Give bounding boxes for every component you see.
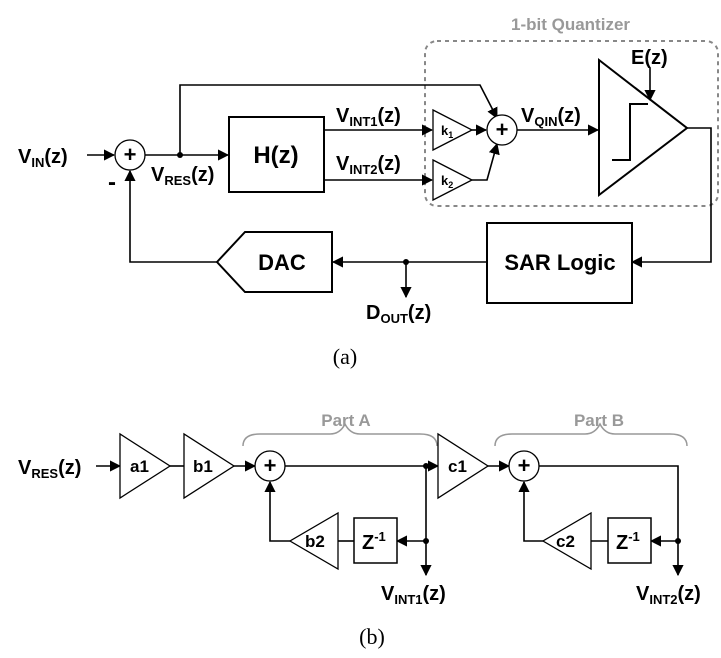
sar-logic-label: SAR Logic — [504, 250, 615, 275]
comparator-step-icon — [612, 103, 648, 161]
delay-a-block — [353, 517, 398, 564]
quantizer-label: 1-bit Quantizer — [511, 15, 630, 34]
delay-a-label: Z-1 — [362, 529, 386, 554]
b2-gain — [288, 511, 339, 571]
b2-label: b2 — [305, 532, 325, 551]
ez-label: E(z) — [631, 47, 668, 69]
k1-label: k1 — [441, 123, 453, 140]
comparator-to-sar — [630, 127, 712, 268]
vint2-label: VINT2(z) — [336, 153, 401, 177]
c2-label: c2 — [556, 532, 575, 551]
part-b-brace — [494, 422, 688, 447]
b1-label: b1 — [193, 457, 213, 476]
c2-to-sum — [518, 480, 543, 542]
figure-b: VRES(z) a1 b1 Part A + Z-1 b2 VINT1(z) — [18, 411, 701, 649]
sum2-plus: + — [496, 117, 509, 142]
hz-label: H(z) — [253, 142, 298, 169]
dac-label: DAC — [258, 250, 306, 275]
vin-label: VIN(z) — [18, 146, 68, 170]
a1-gain — [119, 432, 172, 500]
delay-b-label: Z-1 — [616, 529, 640, 554]
vres-label: VRES(z) — [151, 164, 214, 188]
caption-b: (b) — [359, 624, 385, 649]
caption-a: (a) — [333, 344, 357, 369]
b2-to-sum — [264, 480, 290, 542]
sum-b-plus: + — [518, 453, 531, 478]
k2-gain — [432, 158, 474, 202]
dac-block — [215, 231, 333, 293]
b-vint1-label: VINT1(z) — [381, 583, 446, 607]
sum1-plus: + — [124, 142, 137, 167]
sar-logic-block — [486, 222, 633, 304]
comparator — [598, 57, 689, 198]
hz-block — [228, 116, 325, 193]
dout-label: DOUT(z) — [366, 302, 431, 326]
dac-feedback — [124, 169, 217, 263]
feedforward-wire — [179, 84, 498, 155]
figure-a: 1-bit Quantizer VIN(z) + - VRES(z) H(z) … — [18, 15, 719, 369]
minus-sign: - — [108, 169, 116, 196]
c1-gain — [437, 432, 490, 500]
c1-label: c1 — [448, 457, 467, 476]
vqin-label: VQIN(z) — [521, 105, 581, 129]
b-vres-label: VRES(z) — [18, 457, 81, 481]
part-a-brace — [242, 422, 438, 447]
k1-gain — [432, 108, 474, 152]
b-vint2-label: VINT2(z) — [636, 583, 701, 607]
k2-to-sum — [472, 142, 500, 181]
vint1-label: VINT1(z) — [336, 105, 401, 129]
a1-label: a1 — [130, 457, 149, 476]
c2-gain — [541, 511, 592, 571]
b1-gain — [183, 432, 236, 500]
k2-label: k2 — [441, 173, 453, 190]
part-b-label: Part B — [574, 411, 624, 430]
part-a-label: Part A — [321, 411, 370, 430]
delay-b-block — [607, 517, 652, 564]
sum-a-plus: + — [264, 453, 277, 478]
